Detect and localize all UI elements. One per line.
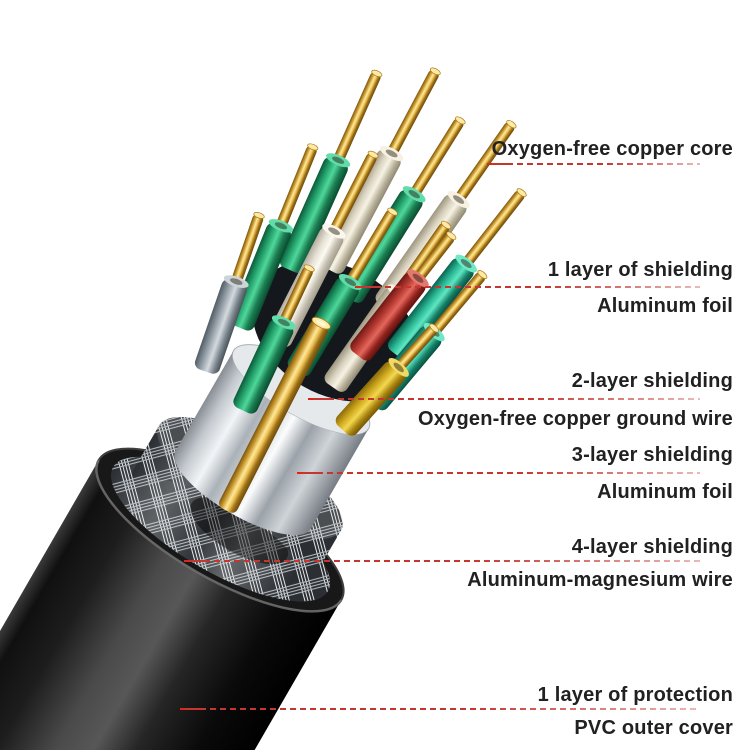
- label-shielding-2-material: Oxygen-free copper ground wire: [418, 408, 733, 430]
- insulated-wire: [388, 188, 527, 360]
- leader-line-shielding-1: [350, 282, 700, 292]
- insulated-wire: [229, 143, 319, 331]
- label-copper-core: Oxygen-free copper core: [491, 138, 733, 160]
- label-shielding-2: 2-layer shielding: [571, 370, 733, 392]
- label-shielding-1: 1 layer of shielding: [547, 259, 733, 281]
- label-shielding-1-material: Aluminum foil: [597, 295, 733, 317]
- label-protection-1-material: PVC outer cover: [574, 717, 733, 739]
- leader-dot: [350, 282, 360, 292]
- insulated-wire: [279, 69, 383, 273]
- leader-line-protection-1: [175, 704, 700, 714]
- pvc-outer-cover: [0, 459, 343, 750]
- insulated-wire: [350, 231, 457, 361]
- insulated-wire: [194, 212, 265, 374]
- label-shielding-3-material: Aluminum foil: [597, 481, 733, 503]
- leader-dot: [303, 394, 313, 404]
- copper-ground-wire: [219, 316, 331, 513]
- leader-dot: [292, 468, 302, 478]
- label-shielding-4-material: Aluminum-magnesium wire: [467, 569, 733, 591]
- label-protection-1: 1 layer of protection: [537, 684, 733, 706]
- label-shielding-4: 4-layer shielding: [571, 536, 733, 558]
- leader-dot: [482, 159, 492, 169]
- leader-line-shielding-3: [292, 468, 700, 478]
- leader-line-shielding-2: [303, 394, 700, 404]
- leader-dot: [175, 704, 185, 714]
- leader-line-shielding-4: [179, 556, 700, 566]
- label-shielding-3: 3-layer shielding: [571, 444, 733, 466]
- leader-dot: [179, 556, 189, 566]
- insulated-wire: [233, 264, 315, 414]
- leader-line-copper-core: [482, 159, 700, 169]
